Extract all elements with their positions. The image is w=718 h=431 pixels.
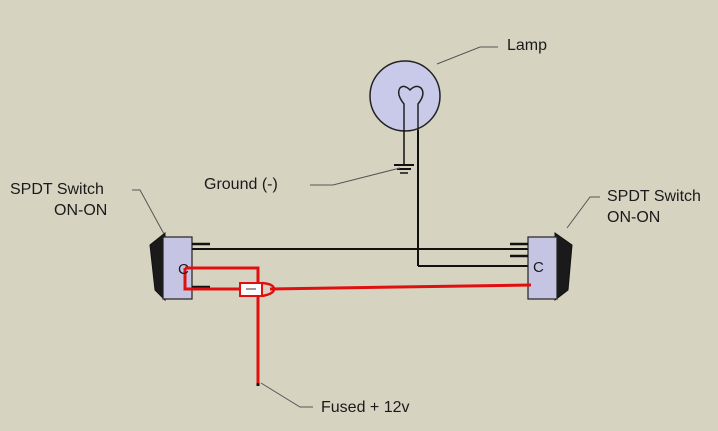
red-wires xyxy=(183,266,532,386)
ground-symbol-icon xyxy=(394,130,414,174)
switch-left-label-line2: ON-ON xyxy=(54,202,108,219)
lamp-label: Lamp xyxy=(507,37,548,54)
lamp-wire xyxy=(417,130,528,267)
leader-lines xyxy=(132,46,600,408)
switch-right-label-line1: SPDT Switch xyxy=(607,188,701,205)
fuse-icon xyxy=(239,281,276,298)
ground-label: Ground (-) xyxy=(204,176,278,193)
switch-right-label-line2: ON-ON xyxy=(607,209,661,226)
lamp-bulb-icon xyxy=(369,60,441,132)
fused-label: Fused + 12v xyxy=(321,399,410,416)
switch-left-label-line1: SPDT Switch xyxy=(10,181,104,198)
switch-left-common-label: C xyxy=(178,261,189,278)
switch-right-common-label: C xyxy=(533,259,544,276)
switch-right xyxy=(510,232,573,302)
